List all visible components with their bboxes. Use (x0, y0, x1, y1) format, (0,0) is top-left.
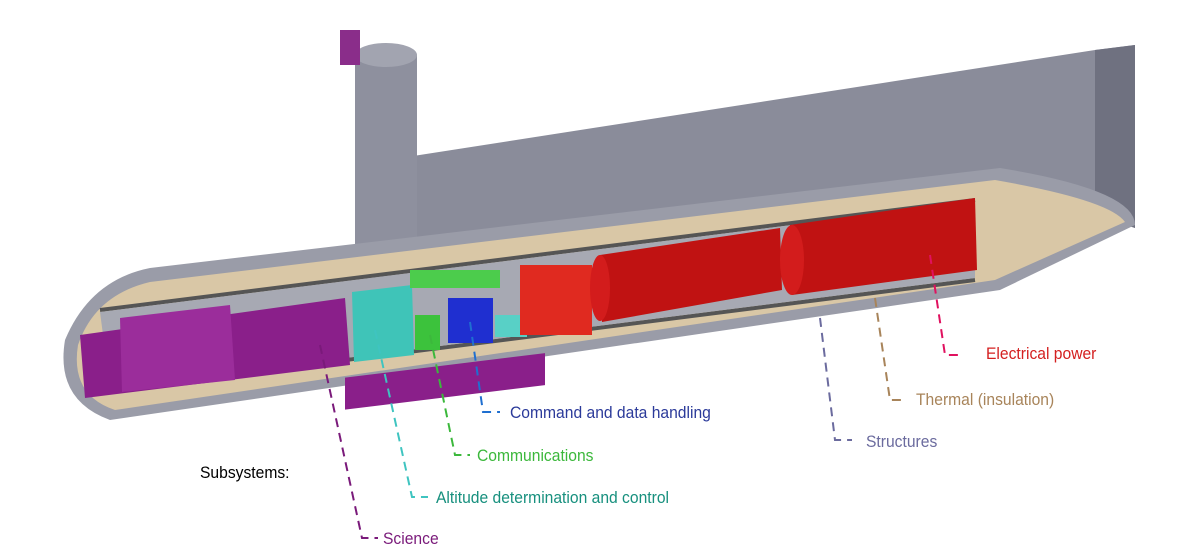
power-battery-1 (600, 228, 782, 322)
science-block-highlight (120, 305, 235, 392)
cdh-block (448, 298, 493, 343)
comms-board (410, 270, 500, 288)
adcs-small-block (495, 315, 527, 337)
subsystems-title: Subsystems: (200, 463, 290, 482)
label-electrical-power: Electrical power (986, 344, 1097, 363)
adcs-block (352, 285, 414, 362)
leader-electrical (929, 254, 962, 356)
structure-rail-top (99, 198, 976, 312)
wing-side (1095, 45, 1135, 228)
pylon (355, 55, 417, 265)
pylon-cap (340, 30, 360, 65)
wing-body (355, 45, 1135, 270)
label-command: Command and data handling (510, 403, 711, 422)
label-thermal: Thermal (insulation) (916, 390, 1055, 409)
label-altitude: Altitude determination and control (436, 488, 670, 507)
pylon-top (355, 43, 417, 67)
leader-adcs (374, 329, 428, 498)
label-science: Science (383, 529, 439, 548)
leader-science (319, 344, 378, 539)
leader-comms (429, 334, 470, 456)
science-lower-box (345, 353, 545, 410)
power-battery-2 (790, 198, 977, 295)
leader-command (469, 321, 500, 413)
label-communications: Communications (477, 446, 594, 465)
power-battery-2-end (780, 225, 804, 295)
label-structures: Structures (866, 432, 938, 451)
leader-structures (819, 317, 852, 441)
leader-thermal (874, 297, 905, 401)
power-battery-1-end (590, 255, 610, 321)
power-box-1 (520, 265, 592, 335)
comms-block (415, 315, 440, 350)
